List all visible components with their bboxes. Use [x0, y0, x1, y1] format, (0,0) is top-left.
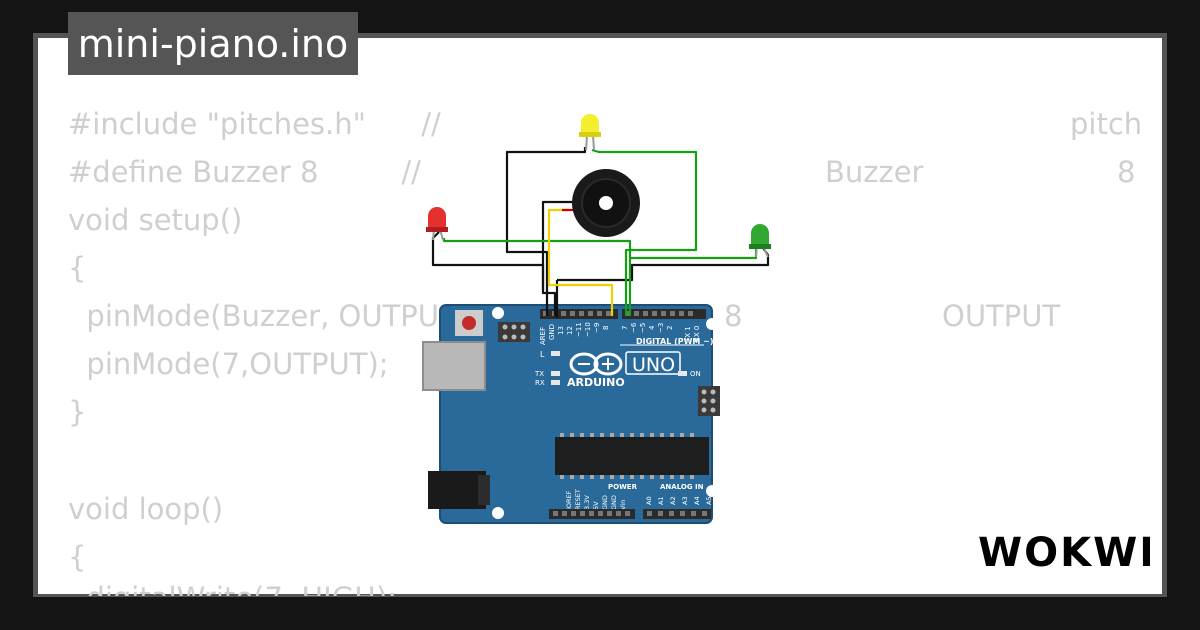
l-led-label: L	[540, 350, 545, 359]
yellow-led[interactable]	[579, 114, 601, 151]
buzzer[interactable]	[572, 169, 640, 237]
code-line-2-mid: Buzzer	[825, 155, 924, 189]
code-line-3: void setup()	[68, 203, 243, 237]
pin-2-label: 2	[666, 326, 674, 330]
wokwi-logo: WOKWI	[978, 530, 1150, 575]
pin-4-label: 4	[648, 325, 656, 330]
code-line-7: }	[68, 395, 87, 429]
pin-a4-label: A4	[693, 496, 701, 505]
pin-vin-label: Vin	[619, 500, 627, 510]
pin-a0-label: A0	[645, 496, 653, 505]
on-led-label: ON	[690, 370, 701, 378]
pin-8-label: 8	[602, 326, 610, 330]
code-line-2: #define Buzzer 8 //	[68, 155, 421, 189]
green-led[interactable]	[749, 224, 771, 258]
tx-led-label: TX	[534, 370, 544, 378]
board-maker-label: ARDUINO	[567, 376, 625, 389]
pin-5-label: ~5	[639, 323, 647, 333]
pin-gnd-label: GND	[548, 324, 556, 340]
red-led[interactable]	[426, 207, 448, 241]
pin-rx-label: RX 0	[693, 326, 701, 342]
pin-11-label: ~11	[575, 322, 583, 337]
pin-6-label: ~6	[630, 322, 638, 333]
code-line-5-tail: OUTPUT	[942, 299, 1061, 333]
rx-led-label: RX	[535, 379, 545, 387]
digital-header-label: DIGITAL (PWM ~)	[636, 337, 714, 346]
pin-7-label: 7	[621, 326, 629, 330]
code-line-1-tail: pitch	[1070, 107, 1143, 141]
pin-a2-label: A2	[669, 496, 677, 505]
code-line-6: pinMode(7,OUTPUT);	[68, 347, 389, 381]
pin-a1-label: A1	[657, 496, 665, 505]
code-line-4: {	[68, 251, 87, 285]
pin-13-label: 13	[557, 326, 565, 335]
pin-3v3-label: 3.3V	[583, 495, 591, 510]
code-line-5-mid: 8	[724, 299, 743, 333]
pin-ioref-label: IOREF	[565, 490, 573, 510]
arduino-uno-board[interactable]: AREF GND 13 12 ~11 ~10 ~9 8 7 ~6 ~5 4 ~3…	[422, 304, 720, 524]
pin-reset-label: RESET	[574, 489, 582, 510]
pin-tx-label: TX 1	[684, 326, 692, 343]
pin-a3-label: A3	[681, 496, 689, 505]
project-title-tab: mini-piano.ino	[68, 12, 358, 75]
power-header-label: POWER	[608, 483, 638, 491]
code-line-2-tail: 8	[1117, 155, 1136, 189]
pin-5v-label: 5V	[592, 501, 600, 510]
arduino-logo	[569, 352, 623, 376]
wokwi-logo-text: WOKWI	[978, 530, 1150, 575]
pin-9-label: ~9	[593, 323, 601, 333]
code-line-9: void loop()	[68, 492, 224, 526]
pin-gnd1-label: GND	[601, 495, 609, 510]
code-line-10: {	[68, 540, 87, 574]
board-model-label: UNO	[632, 354, 675, 376]
code-line-11: digitalWrite(7, HIGH);	[68, 581, 398, 615]
pin-12-label: 12	[566, 326, 574, 335]
code-line-1: #include "pitches.h" //	[68, 107, 441, 141]
pin-gnd2-label: GND	[610, 495, 618, 510]
pin-10-label: ~10	[584, 322, 592, 337]
analog-header-label: ANALOG IN	[660, 483, 704, 491]
pin-3-label: ~3	[657, 323, 665, 333]
code-line-5: pinMode(Buzzer, OUTPU	[68, 299, 440, 333]
pin-a5-label: A5	[705, 496, 713, 505]
pin-aref-label: AREF	[539, 327, 547, 345]
